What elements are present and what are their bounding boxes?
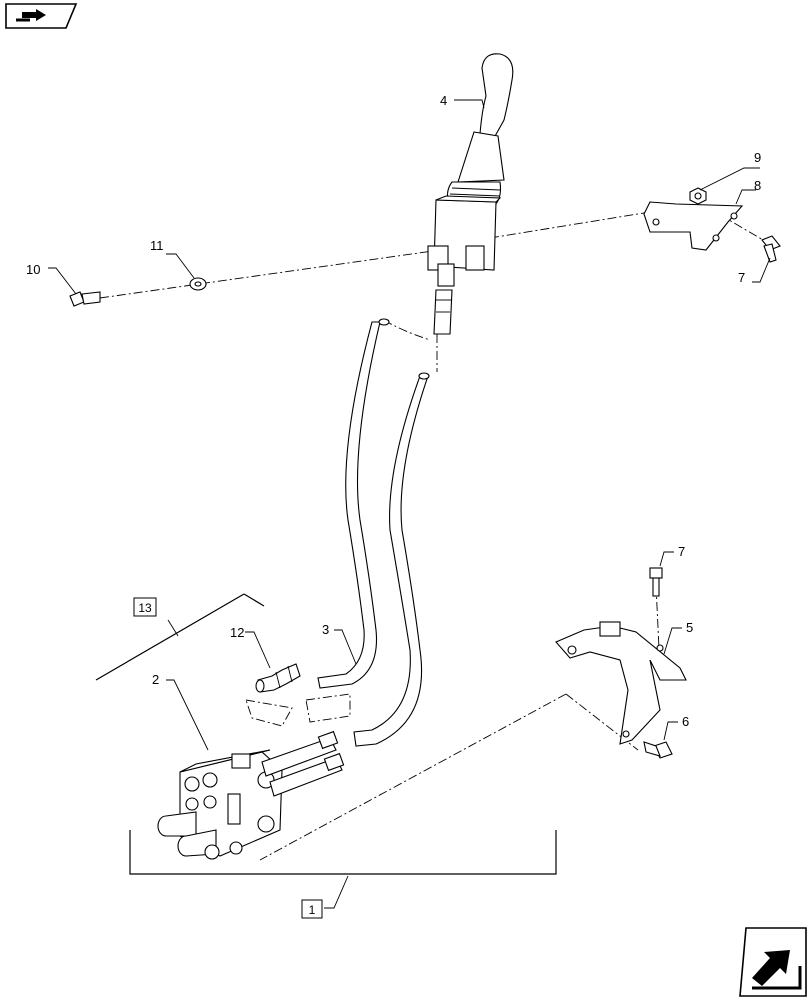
lower-bracket [555, 621, 687, 745]
upper-bracket [643, 201, 744, 251]
callout-6[interactable]: 6 [682, 714, 689, 729]
bolt-7-upper [761, 235, 781, 263]
next-page-arrow-icon[interactable] [739, 927, 807, 997]
nut-9 [689, 187, 707, 205]
bolt-7-lower [649, 567, 663, 597]
group-bracket-13 [95, 593, 265, 681]
valve-block [157, 730, 345, 860]
bolt-10 [69, 291, 101, 307]
callout-9[interactable]: 9 [754, 150, 761, 165]
washer-11 [189, 277, 207, 291]
callout-7-lower[interactable]: 7 [678, 544, 685, 559]
callout-7-upper[interactable]: 7 [738, 270, 745, 285]
callout-10[interactable]: 10 [26, 262, 40, 277]
group-bracket-1 [129, 830, 557, 875]
control-cables [317, 318, 430, 747]
svg-text:13: 13 [138, 601, 152, 615]
callout-12[interactable]: 12 [230, 625, 244, 640]
svg-text:1: 1 [309, 903, 316, 917]
callout-2[interactable]: 2 [152, 672, 159, 687]
callout-3[interactable]: 3 [322, 622, 329, 637]
bolt-6 [643, 741, 673, 759]
boxed-callout-13[interactable]: 13 [133, 597, 157, 617]
fitting [255, 663, 301, 693]
callout-4[interactable]: 4 [440, 93, 447, 108]
joystick-control [427, 53, 514, 335]
callout-5[interactable]: 5 [686, 620, 693, 635]
callout-11[interactable]: 11 [150, 238, 164, 253]
callout-8[interactable]: 8 [754, 178, 761, 193]
boxed-callout-1[interactable]: 1 [301, 899, 323, 919]
previous-page-arrow-icon[interactable] [5, 3, 78, 29]
